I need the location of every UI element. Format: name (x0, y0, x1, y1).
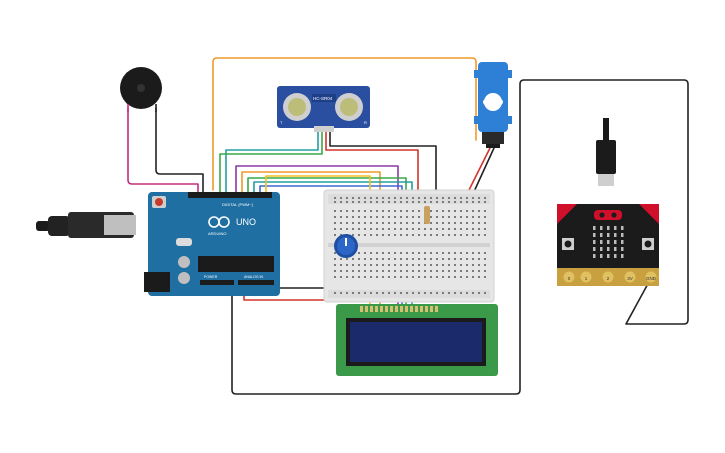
breadboard (323, 189, 495, 303)
wire-servo-red (465, 147, 491, 197)
arduino-logo-text: ARDUINO (208, 231, 226, 236)
wire-us-green (219, 131, 323, 193)
ultrasonic-sensor: HC-SR04 T R (277, 86, 370, 132)
arduino-digital-label: DIGITAL (PWM~) (222, 202, 254, 207)
arduino-model-label: UNO (236, 217, 256, 227)
microbit-led-matrix (593, 226, 624, 258)
microbit-pin-label: 1 (585, 276, 588, 281)
microbit-pin-label: 2 (607, 276, 610, 281)
microbit-pin-gnd (645, 271, 657, 283)
microbit-board: 0 1 2 3V GND (557, 118, 659, 286)
microbit-pin-label: 3V (627, 276, 633, 281)
ultrasonic-t-mark: T (280, 120, 283, 125)
wire-buzzer-red (127, 107, 199, 193)
servo-motor (474, 62, 512, 148)
piezo-buzzer (120, 67, 162, 112)
microbit-pin-2 (602, 271, 614, 283)
wire-us-teal (225, 131, 319, 193)
microbit-pin-0 (563, 271, 575, 283)
wire-buzzer-black (155, 107, 204, 193)
wire-servo-signal (212, 57, 477, 191)
arduino-uno-board: ARDUINO UNO DIGITAL (PWM~) POWER ANALOG … (144, 192, 280, 296)
arduino-logo-icon (208, 216, 230, 228)
microbit-pin-label: GND (646, 276, 657, 281)
microbit-pin-3v (624, 271, 636, 283)
microbit-edge-pins: 0 1 2 3V GND (563, 271, 657, 283)
microbit-button-b[interactable] (642, 238, 654, 250)
wire-us-red (325, 131, 419, 201)
lcd-pin-header (360, 306, 438, 312)
arduino-power-label: POWER (204, 275, 218, 279)
potentiometer (334, 234, 358, 258)
usb-cable (36, 212, 136, 238)
resistor (424, 206, 430, 224)
ultrasonic-r-mark: R (364, 120, 367, 125)
microbit-button-a[interactable] (562, 238, 574, 250)
microbit-pin-1 (580, 271, 592, 283)
arduino-analog-label: ANALOG IN (244, 275, 264, 279)
lcd-display (336, 304, 498, 376)
microbit-pin-label: 0 (568, 276, 571, 281)
breadboard-holes (334, 197, 486, 294)
wire-servo-black (471, 147, 495, 197)
wire-ground-loop (231, 79, 689, 395)
ultrasonic-model-label: HC-SR04 (313, 96, 333, 101)
